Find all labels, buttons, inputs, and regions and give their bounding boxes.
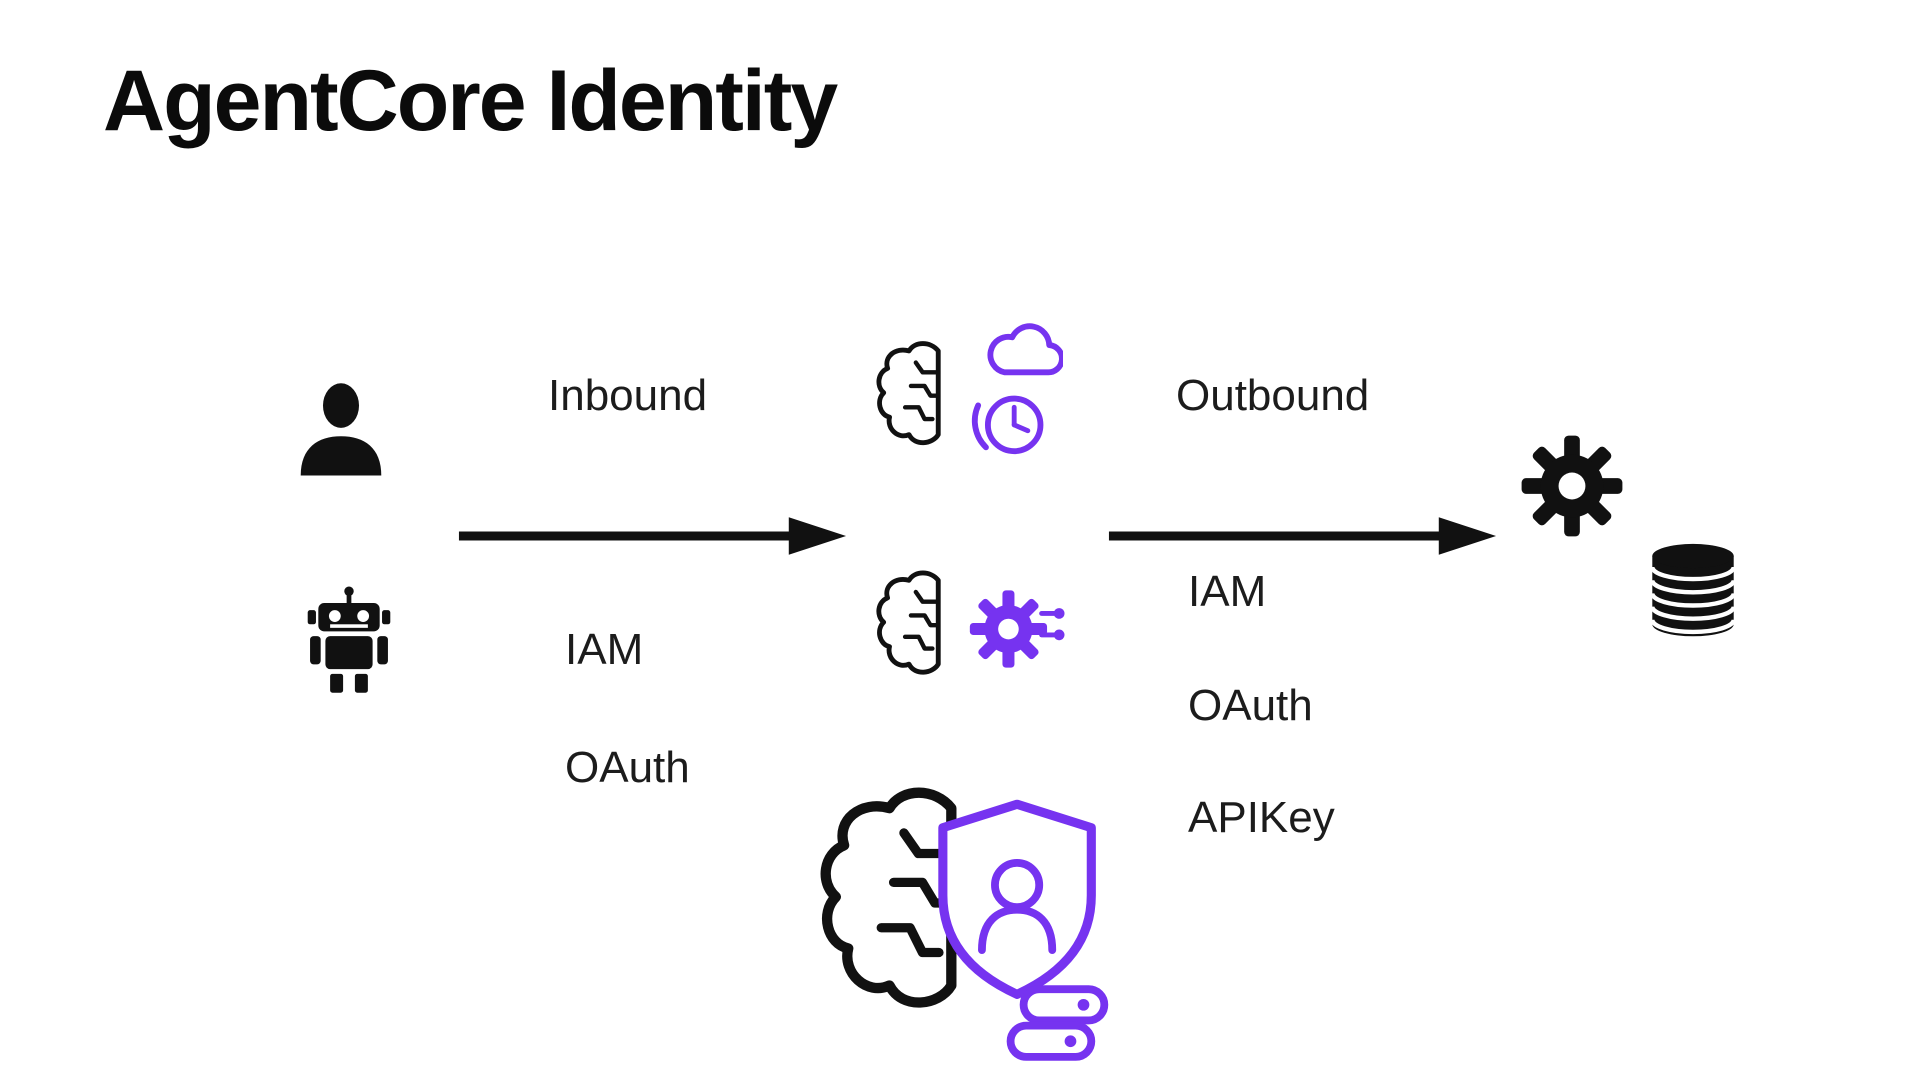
brain-shield-credentials-icon <box>815 760 1109 1061</box>
brain-cloud-clock-icon <box>868 323 1063 455</box>
outbound-method-iam: IAM <box>1188 567 1267 616</box>
database-icon <box>1650 543 1736 637</box>
brain-gear-icon <box>870 545 1065 716</box>
outbound-method-oauth: OAuth <box>1188 681 1313 730</box>
outbound-label: Outbound <box>1176 371 1370 420</box>
inbound-method-iam: IAM <box>565 625 644 674</box>
robot-icon <box>307 586 391 693</box>
inbound-label: Inbound <box>548 371 708 420</box>
user-silhouette-icon <box>300 383 382 476</box>
inbound-arrow-icon <box>455 506 850 566</box>
gear-icon <box>1521 435 1623 537</box>
inbound-method-oauth: OAuth <box>565 743 690 792</box>
outbound-arrow-icon <box>1105 506 1500 566</box>
page-title: AgentCore Identity <box>103 53 838 149</box>
outbound-method-apikey: APIKey <box>1188 793 1335 842</box>
